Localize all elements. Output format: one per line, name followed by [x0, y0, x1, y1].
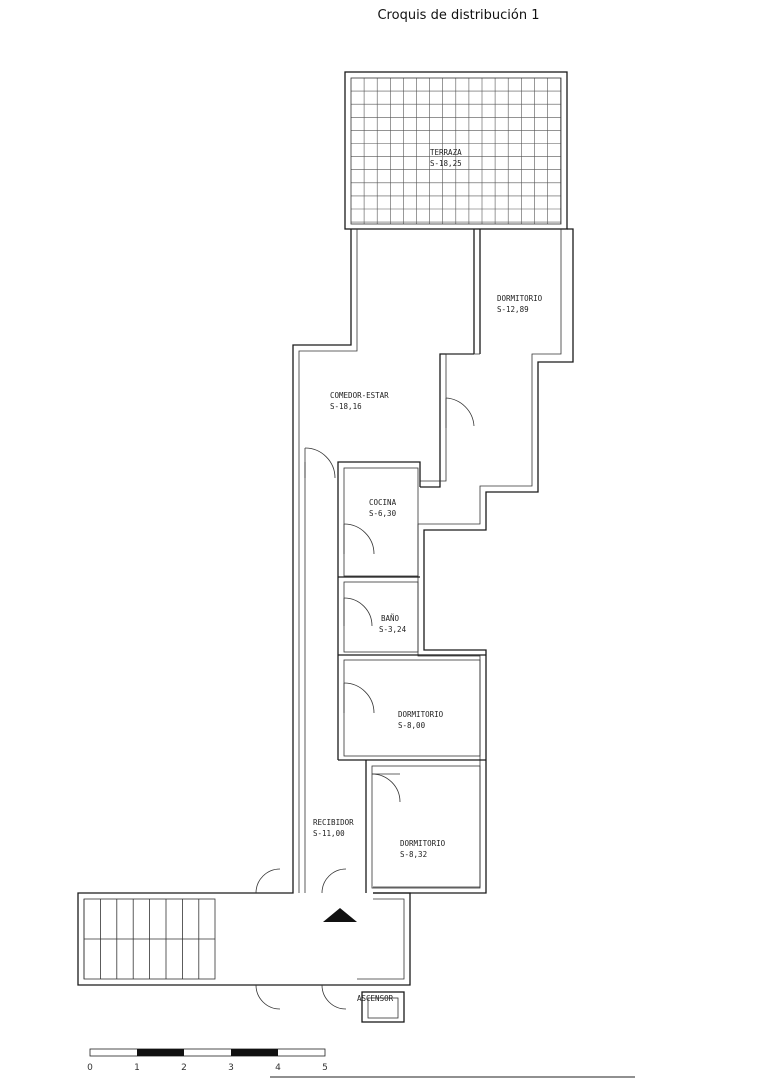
entrance-arrow-icon: [323, 908, 357, 922]
scale-tick-2: 2: [181, 1063, 187, 1073]
scale-bar: 0 1 2 3 4 5: [87, 1048, 328, 1073]
room-name-dormitorio-3: DORMITORIO: [400, 839, 446, 848]
room-name-bano: BAÑO: [381, 614, 400, 623]
room-area-dormitorio-3: S-8,32: [400, 850, 427, 859]
room-name-recibidor: RECIBIDOR: [313, 818, 354, 827]
room-name-terraza: TERRAZA: [430, 148, 462, 157]
scale-tick-0: 0: [87, 1063, 93, 1073]
room-labels: TERRAZA S-18,25 DORMITORIO S-12,89 COMED…: [313, 148, 543, 1003]
outer-walls: [77, 71, 574, 1023]
staircase: [83, 899, 215, 979]
page-title: Croquis de distribución 1: [377, 8, 540, 23]
room-area-recibidor: S-11,00: [313, 829, 345, 838]
room-name-dormitorio-1: DORMITORIO: [497, 294, 543, 303]
room-area-dormitorio-1: S-12,89: [497, 305, 529, 314]
room-area-comedor: S-18,16: [330, 402, 362, 411]
room-area-terraza: S-18,25: [430, 159, 462, 168]
scale-tick-4: 4: [275, 1063, 281, 1073]
ascensor-label: ASCENSOR: [357, 994, 394, 1003]
scale-tick-5: 5: [322, 1063, 328, 1073]
scale-tick-3: 3: [228, 1063, 234, 1073]
room-name-dormitorio-2: DORMITORIO: [398, 710, 444, 719]
door-arcs: [255, 397, 475, 1010]
room-area-dormitorio-2: S-8,00: [398, 721, 426, 730]
terrace-tile-grid: [351, 78, 561, 224]
room-area-bano: S-3,24: [379, 625, 407, 634]
scale-tick-1: 1: [134, 1063, 140, 1073]
room-name-cocina: COCINA: [369, 498, 397, 507]
room-name-comedor: COMEDOR-ESTAR: [330, 391, 389, 400]
room-area-cocina: S-6,30: [369, 509, 397, 518]
